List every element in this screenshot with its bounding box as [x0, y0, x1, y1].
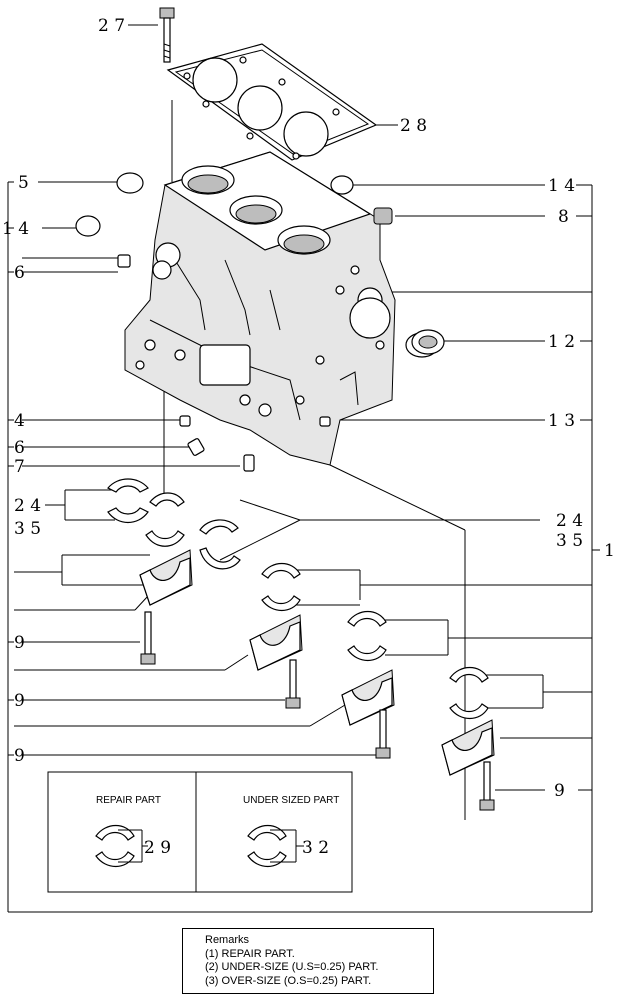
plug-part-14-right — [330, 175, 354, 195]
callout-32: 3 2 — [302, 838, 329, 858]
plug-part-8 — [373, 207, 393, 225]
bearing-caps — [139, 549, 495, 776]
callout-9-right: 9 — [554, 781, 565, 801]
small-parts — [75, 172, 445, 472]
callout-12: 1 2 — [548, 332, 575, 352]
head-gasket-part-28 — [166, 43, 378, 161]
repair-part-label: REPAIR PART — [96, 795, 161, 806]
callout-14-right: 1 4 — [548, 176, 575, 196]
plug-part-4 — [179, 415, 191, 427]
callout-9-b: 9 — [14, 691, 25, 711]
callout-27: 2 7 — [98, 16, 125, 36]
callout-9-a: 9 — [14, 633, 25, 653]
plug-part-13 — [319, 416, 331, 427]
callout-7: 7 — [14, 457, 25, 477]
plug-part-14-left — [75, 215, 101, 237]
frame-lines — [7, 181, 600, 913]
callout-28: 2 8 — [400, 116, 427, 136]
head-bolt-part-27 — [159, 7, 175, 63]
callout-4: 4 — [14, 411, 25, 431]
cylinder-block — [124, 151, 396, 466]
callout-35-right: 3 5 — [556, 531, 583, 551]
remarks-line-2: (2) UNDER-SIZE (U.S=0.25) PART. — [205, 961, 379, 973]
under-sized-part-label: UNDER SIZED PART — [243, 795, 339, 806]
plug-part-6-low — [187, 438, 205, 456]
remarks-box: Remarks (1) REPAIR PART. (2) UNDER-SIZE … — [182, 928, 434, 994]
bearing-shells — [107, 478, 489, 720]
leader-lines — [14, 24, 592, 820]
remarks-title: Remarks — [205, 934, 250, 946]
callout-6-low: 6 — [14, 438, 25, 458]
callout-9-c: 9 — [14, 746, 25, 766]
callout-1: 1 — [604, 541, 615, 561]
callout-labels: 2 7 2 8 5 1 4 1 4 8 6 1 2 1 3 4 6 7 2 4 … — [2, 16, 615, 801]
plug-part-6-top — [117, 254, 131, 268]
callout-5: 5 — [18, 173, 29, 193]
plug-part-7 — [243, 454, 255, 472]
remarks-line-3: (3) OVER-SIZE (O.S=0.25) PART. — [205, 974, 372, 987]
legend-box: REPAIR PART UNDER SIZED PART 2 9 3 2 — [47, 771, 353, 893]
callout-35-left: 3 5 — [14, 519, 41, 539]
callout-29: 2 9 — [144, 838, 171, 858]
plug-part-5 — [116, 172, 144, 194]
callout-24-left: 2 4 — [14, 496, 41, 516]
callout-8: 8 — [558, 207, 569, 227]
remarks-line-1: (1) REPAIR PART. — [205, 947, 295, 960]
cap-bolts-part-9 — [140, 611, 495, 811]
callout-13: 1 3 — [548, 411, 575, 431]
callout-14-left: 1 4 — [2, 219, 29, 239]
callout-24-right: 2 4 — [556, 511, 583, 531]
callout-6-top: 6 — [14, 263, 25, 283]
bushing-part-12 — [405, 329, 445, 358]
